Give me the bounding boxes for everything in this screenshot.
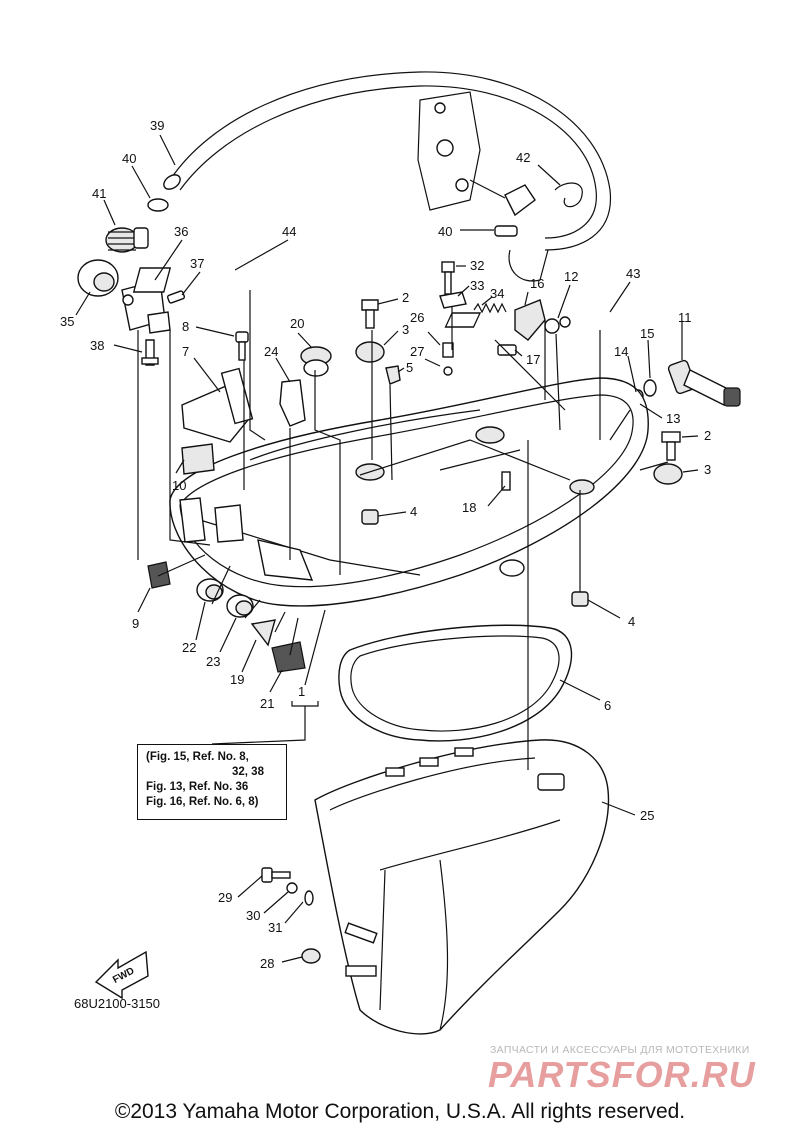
callout-2-upper: 2 [402, 290, 409, 305]
callout-7: 7 [182, 344, 189, 359]
callout-44: 44 [282, 224, 296, 239]
plate-33 [439, 291, 467, 309]
screw-29 [261, 867, 291, 883]
callout-32: 32 [470, 258, 484, 273]
seal-6 [338, 624, 573, 742]
apron-25 [314, 739, 610, 1035]
handle-11 [667, 359, 741, 407]
callout-17: 17 [526, 352, 540, 367]
callout-3-upper: 3 [402, 322, 409, 337]
assembly-lines [137, 290, 669, 770]
callout-27: 27 [410, 344, 424, 359]
callout-29: 29 [218, 890, 232, 905]
bolt-2-upper [361, 299, 379, 329]
callout-1: 1 [298, 684, 305, 699]
callout-25: 25 [640, 808, 654, 823]
callout-16: 16 [530, 276, 544, 291]
fitting-5 [385, 365, 401, 385]
callout-8: 8 [182, 319, 189, 334]
callout-42: 42 [516, 150, 530, 165]
callout-15: 15 [640, 326, 654, 341]
callout-9: 9 [132, 616, 139, 631]
washer-30 [286, 882, 298, 894]
bolt-32 [441, 261, 455, 273]
grommet-3-right [653, 463, 683, 485]
callout-14: 14 [614, 344, 628, 359]
bolt-2-right [661, 431, 681, 461]
reference-note: (Fig. 15, Ref. No. 8, 32, 38 Fig. 13, Re… [137, 744, 287, 820]
watermark-subtitle: ЗАПЧАСТИ И АКСЕССУАРЫ ДЛЯ МОТОТЕХНИКИ [490, 1044, 750, 1056]
callout-22: 22 [182, 640, 196, 655]
grommet-12 [544, 318, 560, 334]
fwd-arrow [94, 950, 149, 1000]
clamp-40 [147, 198, 169, 212]
grommet-20 [300, 346, 332, 377]
engine-bracket [417, 91, 481, 211]
watermark-brand: PARTSFOR.RU [488, 1054, 756, 1095]
callout-21: 21 [260, 696, 274, 711]
callout-39: 39 [150, 118, 164, 133]
note-line-1: (Fig. 15, Ref. No. 8, [146, 751, 249, 763]
callout-24: 24 [264, 344, 278, 359]
callout-18: 18 [462, 500, 476, 515]
callout-40-left: 40 [122, 151, 136, 166]
screw-27 [442, 342, 454, 358]
knob-35 [77, 259, 119, 297]
note-line-3: Fig. 13, Ref. No. 36 [146, 781, 249, 793]
callout-23: 23 [206, 654, 220, 669]
callout-34: 34 [490, 286, 504, 301]
spring-34 [473, 302, 507, 314]
lever-16 [514, 299, 546, 341]
decal-43 [444, 312, 482, 328]
figure-code: 68U2100-3150 [74, 996, 161, 1011]
callout-40-right: 40 [438, 224, 452, 239]
callout-6: 6 [604, 698, 611, 713]
cap-19 [250, 619, 276, 647]
grommet-3-upper [355, 341, 385, 363]
callout-4-lower: 4 [628, 614, 635, 629]
screw-18 [501, 471, 511, 491]
callout-36: 36 [174, 224, 188, 239]
callout-12: 12 [564, 269, 578, 284]
callout-3-right: 3 [704, 462, 711, 477]
collar-4-lower [571, 591, 589, 607]
clip-24 [279, 379, 306, 427]
callout-11: 11 [678, 310, 692, 325]
callout-10: 10 [172, 478, 186, 493]
callout-31: 31 [268, 920, 282, 935]
callout-20: 20 [290, 316, 304, 331]
gear-41 [105, 227, 149, 253]
callout-4-inner: 4 [410, 504, 417, 519]
washer-31 [304, 890, 314, 906]
callout-30: 30 [246, 908, 260, 923]
callout-19: 19 [230, 672, 244, 687]
callout-35: 35 [60, 314, 74, 329]
copyright-notice: ©2013 Yamaha Motor Corporation, U.S.A. A… [114, 1100, 686, 1123]
callout-5: 5 [406, 360, 413, 375]
callout-38: 38 [90, 338, 104, 353]
callout-33: 33 [470, 278, 484, 293]
leader-lines [75, 134, 699, 963]
callout-28: 28 [260, 956, 274, 971]
collar-4-inner [361, 509, 379, 525]
callout-37: 37 [190, 256, 204, 271]
callout-labels: 39 40 41 36 37 35 38 8 7 44 20 24 42 40 … [60, 118, 711, 971]
callout-26: 26 [410, 310, 424, 325]
hose-39 [169, 71, 612, 251]
note-line-2: 32, 38 [232, 766, 264, 778]
callout-43: 43 [626, 266, 640, 281]
nut-28 [301, 948, 321, 964]
callout-41: 41 [92, 186, 106, 201]
callout-13: 13 [666, 411, 680, 426]
block-10 [181, 443, 215, 475]
grommet-21 [271, 641, 306, 673]
callout-2-right: 2 [704, 428, 711, 443]
note-line-4: Fig. 16, Ref. No. 6, 8) [146, 796, 259, 808]
decal-44 [132, 267, 172, 293]
